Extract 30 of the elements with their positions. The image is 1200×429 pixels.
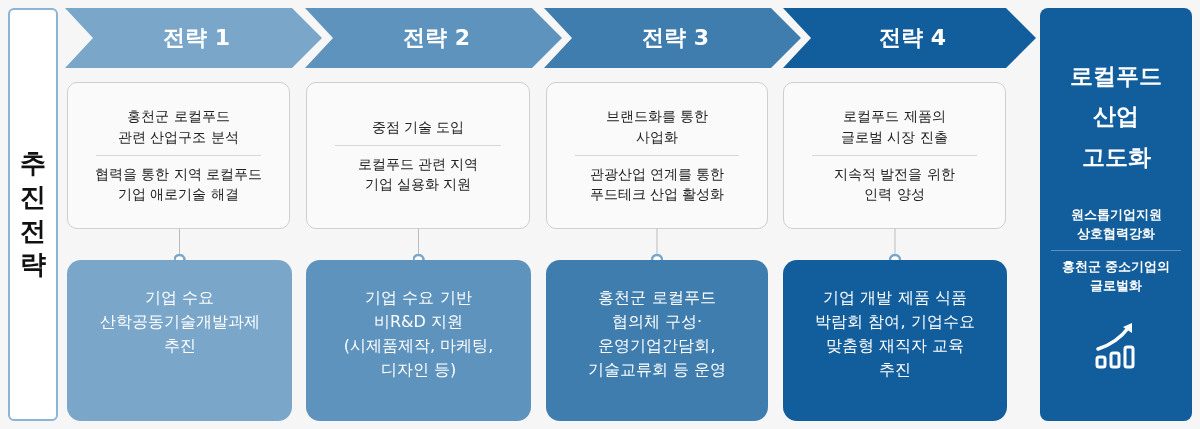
goal-text: 로컬푸드 관련 지역 기업 실용화 지원 xyxy=(356,154,480,195)
outcome-title: 로컬푸드 산업 고도화 xyxy=(1069,62,1163,172)
action-text: 기업 수요 기반 비R&D 지원 (시제품제작, 마케팅, 디자인 등) xyxy=(342,287,495,381)
goal-text: 홍천군 로컬푸드 관련 산업구조 분석 xyxy=(117,107,240,147)
outcome-text: 홍천군 중소기업의 글로벌화 xyxy=(1060,257,1172,295)
goal-text: 브랜드화를 통한 사업화 xyxy=(604,107,710,147)
strategy-title: 전략 4 xyxy=(878,24,946,52)
outcome-panel xyxy=(1040,8,1192,421)
goal-text: 지속적 발전을 위한 인력 양성 xyxy=(833,165,956,205)
goal-text: 협력을 통한 지역 로컬푸드 기업 애로기술 해결 xyxy=(93,165,264,205)
side-label: 추진전략 xyxy=(20,146,46,282)
goal-text: 중점 기술 도입 xyxy=(371,117,465,137)
goal-text: 로컬푸드 제품의 글로벌 시장 진출 xyxy=(840,107,949,147)
action-text: 기업 수요 산학공동기술개발과제 추진 xyxy=(99,287,260,357)
action-box xyxy=(783,260,1007,421)
action-box xyxy=(546,260,768,421)
strategy-title: 전략 2 xyxy=(402,24,470,52)
action-text: 기업 개발 제품 식품 박람회 참여, 기업수요 맞춤형 재직자 교육 추진 xyxy=(814,287,976,381)
goal-text: 관광산업 연계를 통한 푸드테크 산업 활성화 xyxy=(588,165,726,205)
outcome-text: 원스톱기업지원 상호협력강화 xyxy=(1069,205,1163,244)
action-box xyxy=(67,260,292,421)
action-box xyxy=(306,260,531,421)
goal-card xyxy=(306,82,530,229)
side-label-box xyxy=(8,8,58,421)
strategy-title: 전략 1 xyxy=(162,24,230,52)
goal-card xyxy=(546,82,768,229)
action-text: 홍천군 로컬푸드 협의체 구성· 운영기업간담회, 기술교류회 등 운영 xyxy=(587,287,727,381)
strategy-title: 전략 3 xyxy=(641,24,709,52)
goal-card xyxy=(67,82,290,229)
goal-card xyxy=(783,82,1006,229)
